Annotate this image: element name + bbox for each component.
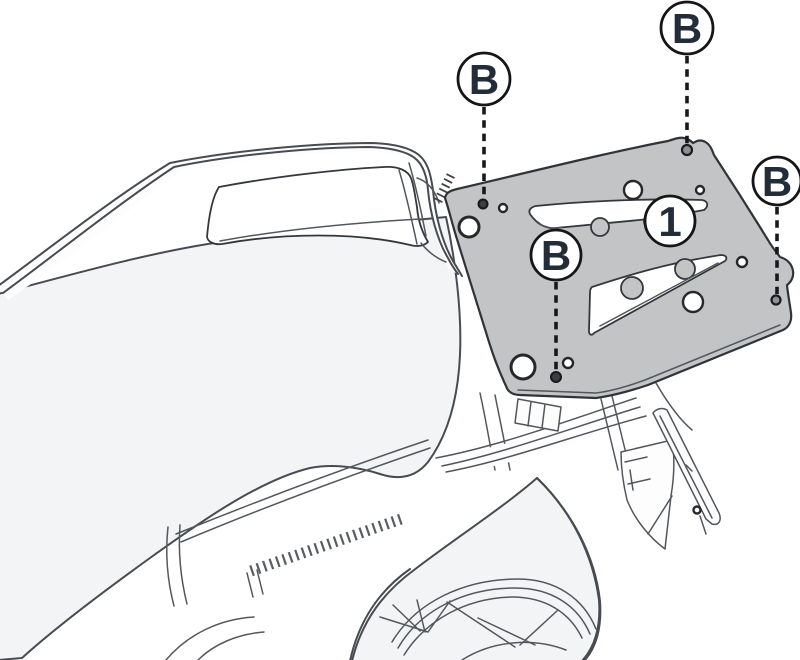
plate-hole bbox=[497, 202, 509, 214]
slot-upper-detail bbox=[537, 221, 563, 230]
callout-label: B bbox=[541, 232, 571, 279]
callout-circle bbox=[529, 228, 583, 282]
callout-label: B bbox=[469, 56, 499, 103]
callout-label: B bbox=[762, 158, 792, 205]
plate-hole bbox=[509, 353, 537, 381]
slot-lower-tab bbox=[674, 258, 696, 280]
bolt-hole-b-top-left bbox=[477, 198, 489, 210]
slot-upper-tab bbox=[590, 217, 610, 237]
plate-hole bbox=[457, 215, 481, 239]
callout-circle bbox=[751, 155, 800, 207]
callout-b-top-left: B bbox=[456, 51, 512, 107]
hatch-strip-tail bbox=[246, 569, 264, 598]
footpeg-hatch-strip bbox=[249, 512, 406, 577]
rail-rear-mount bbox=[398, 162, 447, 263]
lower-cowl-arcs bbox=[165, 616, 265, 660]
subframe-band-lines bbox=[435, 397, 647, 473]
wheel-spokes bbox=[379, 599, 559, 648]
panel-seam-line bbox=[175, 439, 431, 543]
tail-cowl-edge bbox=[655, 382, 693, 431]
plate-hole bbox=[735, 255, 749, 269]
mount-bracket bbox=[514, 398, 562, 432]
callout-leader-lines bbox=[482, 56, 779, 370]
plate-hole bbox=[694, 184, 706, 196]
plate-hole bbox=[622, 179, 644, 201]
motorcycle-line-art bbox=[0, 142, 721, 660]
callout-part-1: 1 bbox=[643, 194, 697, 248]
mudflap-detail-lines bbox=[624, 456, 673, 535]
callout-label: B bbox=[672, 5, 702, 52]
slot-lower-tab bbox=[620, 276, 644, 300]
bolt-hole-b-right bbox=[770, 294, 782, 306]
callout-circle bbox=[659, 0, 715, 56]
callout-circle bbox=[456, 51, 512, 107]
plate-hole bbox=[561, 356, 575, 370]
grab-rail-mid-line bbox=[2, 146, 459, 294]
plate-hole bbox=[681, 290, 705, 314]
grab-rail-opening bbox=[206, 165, 429, 247]
callout-b-right: B bbox=[751, 155, 800, 207]
rear-wheel-body bbox=[351, 477, 601, 660]
rear-mudflap bbox=[620, 439, 675, 550]
cowl-vertical-seam bbox=[166, 524, 188, 607]
tire-right-arc bbox=[536, 477, 602, 660]
callout-b-top-right: B bbox=[659, 0, 715, 56]
turn-signal-inner-line bbox=[659, 415, 713, 535]
callout-b-center: B bbox=[529, 228, 583, 282]
callout-circle bbox=[643, 194, 697, 248]
wheel-lower-arc bbox=[461, 641, 567, 660]
signal-bolt-hole bbox=[692, 505, 702, 515]
plate-bottom-bevel bbox=[517, 324, 781, 394]
bolt-hole-b-center bbox=[550, 371, 562, 383]
seat-top-line bbox=[219, 218, 421, 242]
mounting-plate-group bbox=[443, 136, 795, 400]
tire-left-arc bbox=[349, 568, 411, 660]
slot-lower-bevel bbox=[599, 262, 719, 327]
bolt-hole-b-top-right bbox=[680, 143, 694, 157]
callout-label: 1 bbox=[658, 198, 681, 245]
